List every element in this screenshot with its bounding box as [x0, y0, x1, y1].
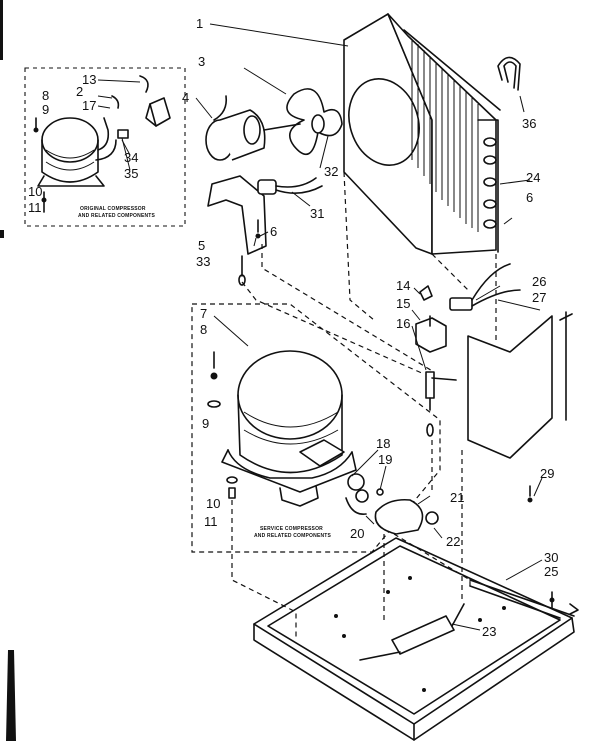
callout-9a: 9 [42, 102, 49, 117]
callout-6a: 6 [270, 224, 277, 239]
callout-27: 27 [532, 290, 546, 305]
callout-33: 33 [196, 254, 210, 269]
callout-31: 31 [310, 206, 324, 221]
callout-labels: 1 2 3 4 5 6 6 7 8 8 9 9 10 10 11 11 13 1… [28, 16, 558, 639]
callout-10a: 10 [28, 184, 42, 199]
callout-8a: 8 [42, 88, 49, 103]
callout-9b: 9 [202, 416, 209, 431]
callout-21: 21 [450, 490, 464, 505]
callout-35: 35 [124, 166, 138, 181]
callout-26: 26 [532, 274, 546, 289]
electrical-components [374, 179, 573, 539]
callout-2: 2 [76, 84, 83, 99]
callout-16: 16 [396, 316, 410, 331]
callout-22: 22 [446, 534, 460, 549]
callout-24: 24 [526, 170, 540, 185]
caption-service-line1: SERVICE COMPRESSOR [260, 526, 323, 532]
scan-edge-marks [0, 0, 16, 741]
service-compressor-group [191, 303, 441, 553]
condenser-coil-shroud [343, 13, 525, 255]
callout-34: 34 [124, 150, 138, 165]
callout-18: 18 [376, 436, 390, 451]
callout-17: 17 [82, 98, 96, 113]
fan-motor-assembly [195, 23, 349, 286]
caption-service-line2: AND RELATED COMPONENTS [254, 533, 332, 539]
callout-36: 36 [522, 116, 536, 131]
callout-32: 32 [324, 164, 338, 179]
captions: ORIGINAL COMPRESSOR AND RELATED COMPONEN… [78, 206, 332, 539]
callout-1: 1 [196, 16, 203, 31]
callout-15: 15 [396, 296, 410, 311]
callout-4: 4 [182, 90, 189, 105]
callout-30: 30 [544, 550, 558, 565]
callout-11b: 11 [204, 514, 218, 529]
callout-23: 23 [482, 624, 496, 639]
callout-13: 13 [82, 72, 96, 87]
assembly-dashed-lines [231, 171, 497, 640]
callout-8b: 8 [200, 322, 207, 337]
callout-29: 29 [540, 466, 554, 481]
callout-14: 14 [396, 278, 410, 293]
callout-5: 5 [198, 238, 205, 253]
callout-25: 25 [544, 564, 558, 579]
callout-6b: 6 [526, 190, 533, 205]
original-compressor-inset [24, 67, 186, 227]
callout-11a: 11 [28, 200, 42, 215]
callout-20: 20 [350, 526, 364, 541]
callout-7: 7 [200, 306, 207, 321]
caption-original-line2: AND RELATED COMPONENTS [78, 213, 156, 219]
caption-original-line1: ORIGINAL COMPRESSOR [80, 206, 146, 212]
callout-19: 19 [378, 452, 392, 467]
callout-10b: 10 [206, 496, 220, 511]
base-pan [253, 537, 579, 741]
callout-3: 3 [198, 54, 205, 69]
